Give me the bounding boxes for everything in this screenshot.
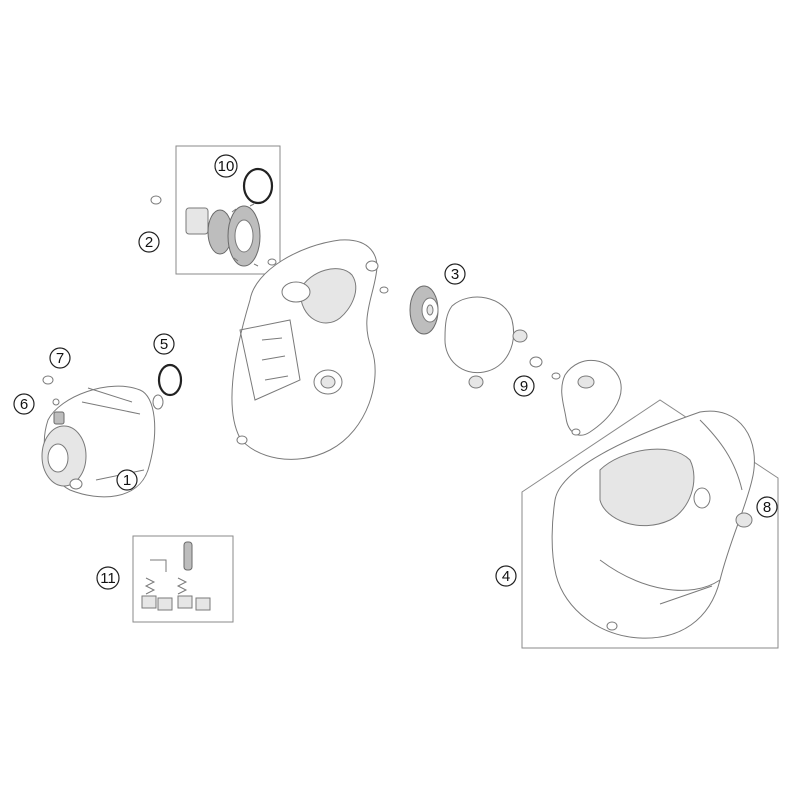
callout-2: 2 [138, 231, 160, 253]
outer-cover [551, 410, 755, 639]
seal-9 [529, 356, 543, 368]
callout-9: 9 [513, 375, 535, 397]
starter-motor [41, 385, 164, 498]
callout-1: 1 [116, 469, 138, 491]
callout-4-label: 4 [502, 568, 510, 585]
callout-5: 5 [153, 333, 175, 355]
o-ring-5 [157, 363, 183, 397]
callout-6: 6 [13, 393, 35, 415]
outer-cover-group-box [521, 399, 779, 649]
callout-6-label: 6 [20, 396, 28, 413]
callout-11-label: 11 [100, 570, 116, 587]
callout-10: 10 [214, 154, 238, 178]
starter-drive-gear [185, 203, 261, 267]
callout-3-label: 3 [451, 266, 459, 283]
washer [150, 195, 162, 205]
carbon-brushes [141, 541, 211, 611]
brush-kit-box [132, 535, 234, 623]
nut-7 [42, 375, 54, 385]
callout-10-label: 10 [218, 158, 235, 175]
callout-7: 7 [49, 347, 71, 369]
callout-1-label: 1 [123, 472, 131, 489]
callout-3: 3 [444, 263, 466, 285]
gear-cover [551, 359, 622, 436]
o-ring-10 [242, 167, 274, 205]
callout-11: 11 [96, 566, 120, 590]
callout-7-label: 7 [56, 350, 64, 367]
washer-8 [735, 512, 753, 528]
intermediate-gear [409, 285, 439, 335]
starter-drive-group-box [175, 145, 281, 275]
callout-4: 4 [495, 565, 517, 587]
washer-6 [52, 398, 60, 406]
cover-gasket [444, 296, 514, 374]
callout-2-label: 2 [145, 234, 153, 251]
dowel-sleeve-2 [468, 375, 484, 389]
ignition-cover [231, 239, 389, 460]
callout-5-label: 5 [160, 336, 168, 353]
callout-9-label: 9 [520, 378, 528, 395]
callout-8: 8 [756, 496, 778, 518]
small-washer [267, 258, 277, 266]
callout-8-label: 8 [763, 499, 771, 516]
dowel-sleeve [512, 329, 528, 343]
